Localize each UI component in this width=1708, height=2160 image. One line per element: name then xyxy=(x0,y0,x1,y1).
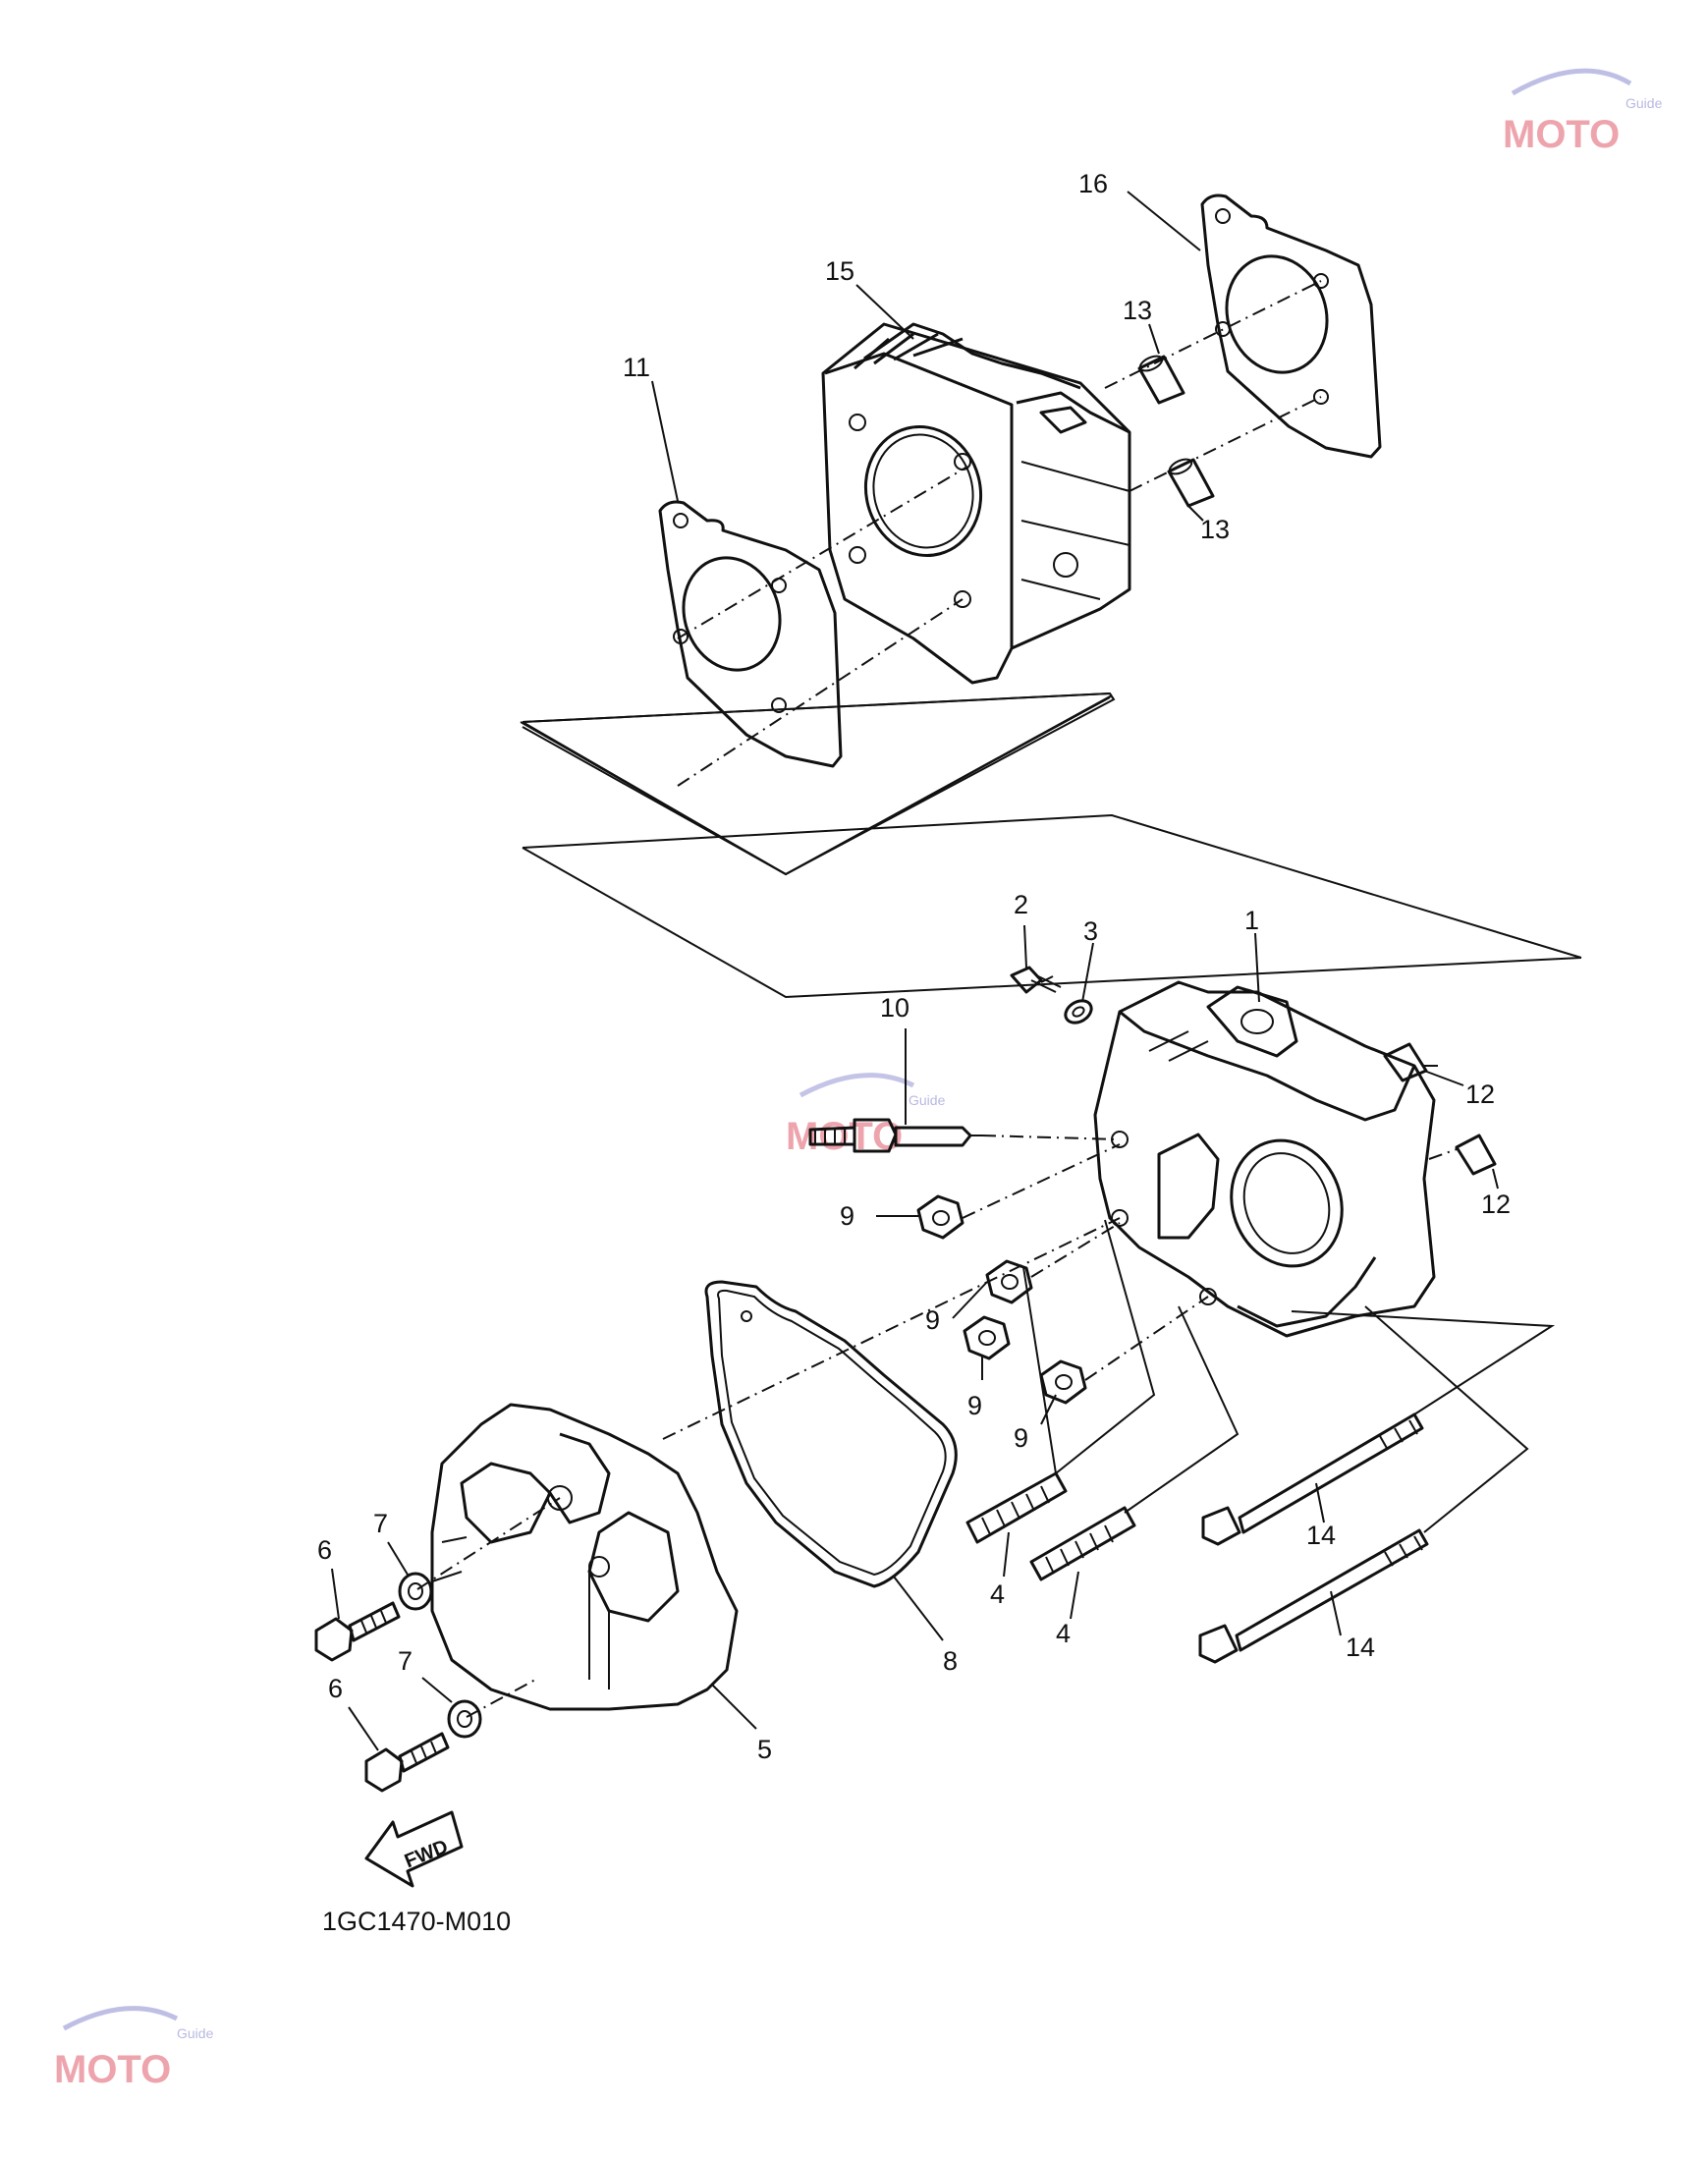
watermark-sub: Guide xyxy=(1625,95,1663,111)
callout-6-a: 6 xyxy=(317,1535,332,1565)
callout-4-a: 4 xyxy=(990,1579,1005,1609)
dowel-pin xyxy=(1455,1134,1497,1176)
reference-plane-upper-outline xyxy=(522,692,1113,876)
bolt-small xyxy=(1010,966,1062,994)
callout-14-a: 14 xyxy=(1306,1521,1336,1550)
cover-bolt xyxy=(364,1732,450,1793)
cylinder-block xyxy=(821,322,1131,685)
callout-15: 15 xyxy=(825,256,854,286)
stud-bolt xyxy=(1029,1506,1136,1581)
callout-16: 16 xyxy=(1078,169,1108,198)
watermark-sub: Guide xyxy=(909,1092,946,1108)
cylinder-head-cover xyxy=(430,1403,739,1711)
reference-plane-lower-outline xyxy=(522,813,1582,999)
reference-plane-upper xyxy=(520,692,1116,876)
callout-labels: 16 15 13 11 13 2 3 1 10 12 12 9 9 9 9 4 … xyxy=(317,169,1511,1764)
watermark-text: MOTO xyxy=(54,2048,171,2091)
callout-12-bottom: 12 xyxy=(1481,1190,1511,1219)
cover-bolt xyxy=(314,1601,401,1662)
watermark-sub: Guide xyxy=(177,2025,214,2041)
callout-9-a: 9 xyxy=(840,1201,854,1231)
watermark-logo-bottom: MOTO Guide xyxy=(54,2006,214,2091)
callout-3: 3 xyxy=(1083,916,1098,946)
flange-nut xyxy=(985,1259,1033,1304)
callout-10: 10 xyxy=(880,993,909,1023)
callout-11: 11 xyxy=(623,353,650,382)
callout-9-d: 9 xyxy=(1014,1423,1028,1453)
flange-nut xyxy=(963,1315,1011,1360)
cylinder-base-gasket xyxy=(658,500,843,768)
diagram-code: 1GC1470-M010 xyxy=(322,1907,511,1936)
long-bolt xyxy=(1198,1528,1429,1664)
stud-bolt xyxy=(965,1471,1068,1544)
callout-9-b: 9 xyxy=(925,1305,940,1335)
callout-5: 5 xyxy=(757,1735,772,1764)
seal-washer xyxy=(447,1699,482,1739)
dowel-pin xyxy=(1167,458,1215,508)
cylinder-head xyxy=(1093,980,1436,1338)
callout-7-b: 7 xyxy=(398,1646,413,1676)
fwd-label: FWD xyxy=(402,1836,451,1872)
callout-9-c: 9 xyxy=(967,1391,982,1420)
callout-2: 2 xyxy=(1014,890,1028,919)
cylinder-head-gasket xyxy=(1200,194,1382,459)
head-cover-gasket xyxy=(704,1280,958,1588)
callout-1: 1 xyxy=(1244,906,1259,935)
washer-small xyxy=(1064,999,1093,1025)
watermark-logo-top: MOTO Guide xyxy=(1503,68,1663,156)
dowel-pin xyxy=(1137,355,1185,405)
callout-4-b: 4 xyxy=(1056,1619,1071,1648)
watermark-text: MOTO xyxy=(1503,113,1620,156)
long-bolt xyxy=(1201,1412,1424,1546)
callout-7-a: 7 xyxy=(373,1509,388,1538)
callout-8: 8 xyxy=(943,1646,958,1676)
leader-lines xyxy=(331,191,1499,1751)
callout-14-b: 14 xyxy=(1346,1633,1375,1662)
callout-6-b: 6 xyxy=(328,1674,343,1703)
flange-nut xyxy=(1039,1359,1087,1405)
spark-plug xyxy=(808,1118,982,1153)
callout-12-top: 12 xyxy=(1465,1080,1495,1109)
seal-washer xyxy=(398,1572,433,1611)
callout-13-top: 13 xyxy=(1123,296,1152,325)
flange-nut xyxy=(916,1194,964,1240)
forward-direction-arrow: FWD xyxy=(364,1810,464,1888)
alignment-lines xyxy=(416,280,1556,1718)
callout-13-bottom: 13 xyxy=(1200,515,1230,544)
